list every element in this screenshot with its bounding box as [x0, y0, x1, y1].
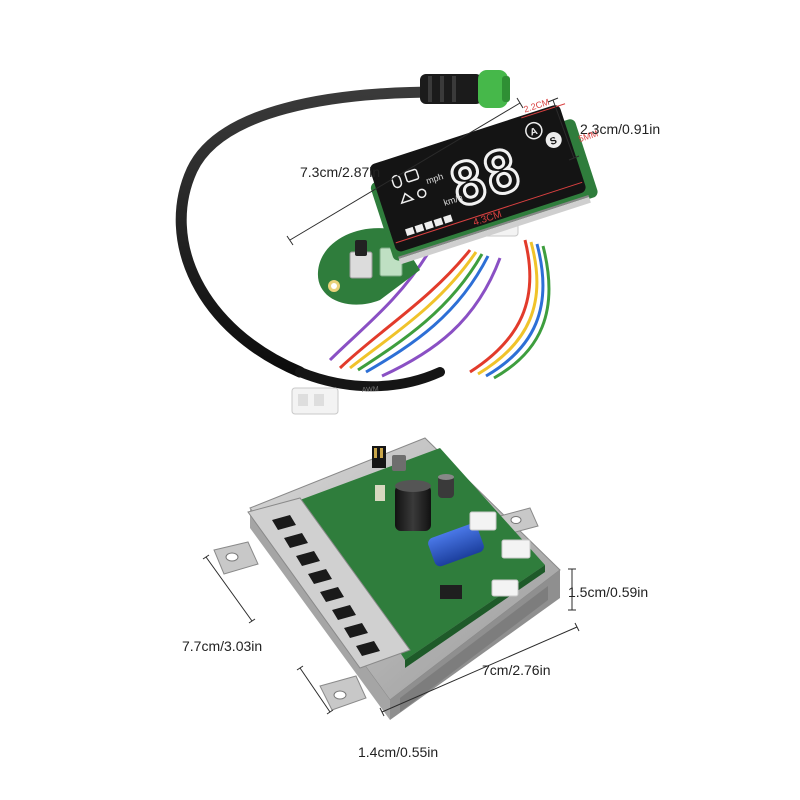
- dimension-lines: [202, 97, 580, 717]
- heatsink-fins: [400, 586, 548, 712]
- mosfet-row: [272, 515, 380, 656]
- display-panel: 88 mph km/h A S 4.3CM 2.2CM 5MM: [370, 97, 599, 265]
- battery-bars: [405, 214, 453, 236]
- indicator-icons: [391, 168, 427, 205]
- controller-length-label: 7.7cm/3.03in: [182, 638, 263, 654]
- heatsink-clamp-bar: [247, 497, 411, 669]
- display-wires: [328, 239, 551, 380]
- controller-height-label: 1.5cm/0.59in: [568, 584, 649, 600]
- pcb-components: [372, 446, 531, 599]
- mount-hole-label: 1.4cm/0.55in: [358, 744, 439, 760]
- display-length-label: 7.3cm/2.87in: [300, 164, 381, 180]
- cable-connector: [420, 70, 510, 108]
- pcb-pins: [398, 194, 591, 265]
- controller-width-label: 7cm/2.76in: [482, 662, 551, 678]
- letter-s: S: [549, 135, 559, 148]
- letter-a: A: [529, 126, 539, 139]
- display-cable: AWM: [175, 86, 446, 394]
- display-height-label: 2.3cm/0.91in: [580, 121, 661, 137]
- cable-print: AWM: [362, 386, 379, 394]
